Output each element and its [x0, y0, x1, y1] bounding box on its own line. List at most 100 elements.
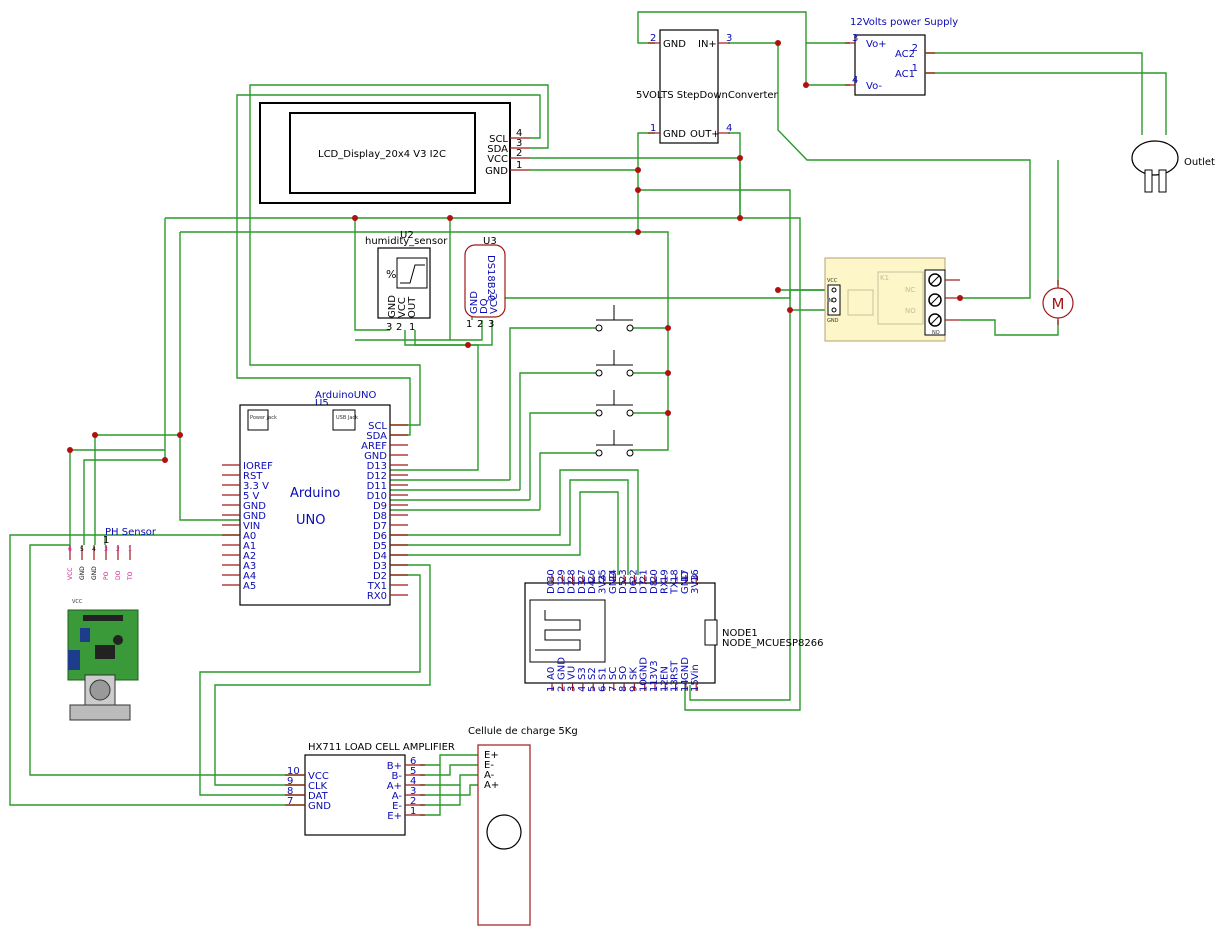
- nodemcu-bottom-pin: SO: [618, 666, 629, 680]
- nodemcu-top-pin: D3: [577, 580, 588, 594]
- nodemcu-bottom-num: 14: [680, 679, 691, 692]
- nodemcu-bottom-pin: 3V3: [649, 660, 660, 680]
- arduino-pin-7: A0: [243, 531, 256, 542]
- arduino-pin-r14: D3: [373, 561, 387, 572]
- nodemcu-bottom-pin: S1: [598, 667, 609, 680]
- sd-pin-gnd: GND: [663, 129, 686, 140]
- nodemcu-bottom-pin: S3: [577, 667, 588, 680]
- hx711-pin-name: B-: [392, 771, 403, 782]
- lcd-pin-num: 1: [516, 160, 522, 171]
- humidity-title: humidity_sensor: [365, 236, 448, 247]
- arduino-pin-5: GND: [243, 511, 266, 522]
- nodemcu-bottom-num: 9: [628, 686, 639, 692]
- nodemcu-top-num: 28: [567, 569, 578, 582]
- lcd-display: LCD_Display_20x4 V3 I2C SCL SDA VCC GND …: [259, 102, 530, 204]
- load-cell-pin-e-minus: E-: [484, 760, 494, 771]
- lcd-label: LCD_Display_20x4 V3 I2C: [318, 149, 446, 160]
- arduino-pin-4: GND: [243, 501, 266, 512]
- motor-glyph: M: [1052, 295, 1065, 313]
- relay-ref: K1: [880, 274, 889, 282]
- relay-pin-vcc: VCC: [827, 278, 838, 284]
- outlet-label: Outlet: [1184, 157, 1215, 168]
- push-button-1: [595, 305, 634, 332]
- nodemcu-bottom-pin: SC: [608, 667, 619, 680]
- ph-pin-name: TO: [127, 571, 134, 581]
- arduino-title: ArduinoUNO: [315, 390, 376, 401]
- junction-dots: [67, 40, 963, 463]
- ps-pin-vo-plus: Vo+: [866, 39, 887, 50]
- ph-ref: 1: [103, 535, 109, 546]
- sd-pin-num: 2: [650, 33, 656, 44]
- ds18b20-sensor: U3 DS18B20 GND DQ VCC 1 2 3: [464, 236, 506, 330]
- arduino-pin-11: A4: [243, 571, 256, 582]
- nodemcu-top-num: 27: [577, 569, 588, 582]
- motor: M: [1042, 280, 1074, 325]
- ds18b20-pin-num: 1: [466, 319, 472, 330]
- arduino-pin-10: A3: [243, 561, 256, 572]
- arduino-pin-r6: D11: [367, 481, 387, 492]
- ps-pin-num: 2: [912, 43, 918, 54]
- nodemcu-top-pin: D1: [556, 580, 567, 594]
- arduino-pin-r1: SDA: [366, 431, 387, 442]
- nodemcu-top-num: 25: [598, 569, 609, 582]
- arduino-pin-r7: D10: [367, 491, 387, 502]
- relay-pin-gnd: GND: [827, 318, 839, 324]
- arduino-right-pins: SCLSDAAREFGNDD13D12D11D10D9D8D7D6D5D4D3D…: [361, 421, 408, 602]
- nodemcu-top-pin: D5: [618, 580, 629, 594]
- arduino-pin-r11: D6: [373, 531, 387, 542]
- hx711-pin-num: 7: [287, 796, 293, 807]
- power-supply-module: 12Volts power Supply 3 Vo+ 4 Vo- 2 AC2 1…: [845, 17, 958, 96]
- arduino-pin-8: A1: [243, 541, 256, 552]
- hx711-pin-num: 10: [287, 766, 300, 777]
- power-jack-label: Power Jack: [250, 415, 277, 421]
- nodemcu: NODE1 NODE_MCUESP8266 D030D129D228D327D4…: [524, 569, 823, 692]
- load-cell-pin-e-plus: E+: [484, 750, 499, 761]
- nodemcu-top-num: 29: [556, 569, 567, 582]
- nodemcu-top-num: 24: [608, 569, 619, 582]
- power-supply-title: 12Volts power Supply: [850, 17, 958, 28]
- hx711-pin-name: CLK: [308, 781, 328, 792]
- push-button-3: [595, 390, 634, 417]
- lcd-pin-vcc: VCC: [487, 154, 508, 165]
- nodemcu-bottom-num: 13: [670, 679, 681, 692]
- nodemcu-bottom-pin: Vin: [690, 664, 701, 680]
- load-cell: Cellule de charge 5Kg E+ E- A- A+: [468, 726, 578, 926]
- sd-pin-gnd: GND: [663, 39, 686, 50]
- nodemcu-bottom-num: 10: [639, 679, 650, 692]
- hx711-pin-name: E+: [387, 811, 402, 822]
- ds18b20-pin-dq: DQ: [479, 298, 490, 314]
- arduino-pin-r13: D4: [373, 551, 387, 562]
- nodemcu-top-pin: D4: [587, 580, 598, 594]
- nodemcu-top-pin: GND: [608, 571, 619, 594]
- arduino-pin-0: IOREF: [243, 461, 273, 472]
- ph-pin-name: VCC: [67, 568, 74, 580]
- nodemcu-bottom-pins: A01GND2VU3S34S25S16SC7SO8SK9GND103V311EN…: [546, 657, 701, 692]
- ps-pin-ac2: AC2: [895, 49, 915, 60]
- stepdown-converter: 2 GND 3 IN+ 1 GND 4 OUT+ 5VOLTS StepDown…: [636, 29, 779, 144]
- ps-pin-num: 1: [912, 63, 918, 74]
- ph-title: PH Sensor: [105, 527, 157, 538]
- lcd-pin-gnd: GND: [485, 166, 508, 177]
- arduino-pin-r8: D9: [373, 501, 387, 512]
- hx711-title: HX711 LOAD CELL AMPLIFIER: [308, 742, 455, 753]
- ph-pin-num: 1: [128, 546, 132, 553]
- nodemcu-top-num: 18: [670, 569, 681, 582]
- ds18b20-pin-num: 3: [488, 319, 494, 330]
- push-buttons: [595, 305, 634, 457]
- load-cell-pin-a-minus: A-: [484, 770, 495, 781]
- sd-pin-num: 4: [726, 123, 732, 134]
- load-cell-title: Cellule de charge 5Kg: [468, 726, 578, 737]
- arduino-uno: ArduinoUNO U5 Power Jack USB Jack Arduin…: [222, 390, 408, 606]
- hx711-pin-num: 6: [410, 756, 416, 767]
- hx711-pin-name: DAT: [308, 791, 329, 802]
- nodemcu-top-num: 21: [639, 569, 650, 582]
- ds18b20-pin-num: 2: [477, 319, 483, 330]
- relay-terminal-label: NO: [932, 330, 940, 336]
- svg-text:VCC: VCC: [72, 599, 83, 605]
- lcd-pin-num: 4: [516, 128, 522, 139]
- hx711-pin-num: 5: [410, 766, 416, 777]
